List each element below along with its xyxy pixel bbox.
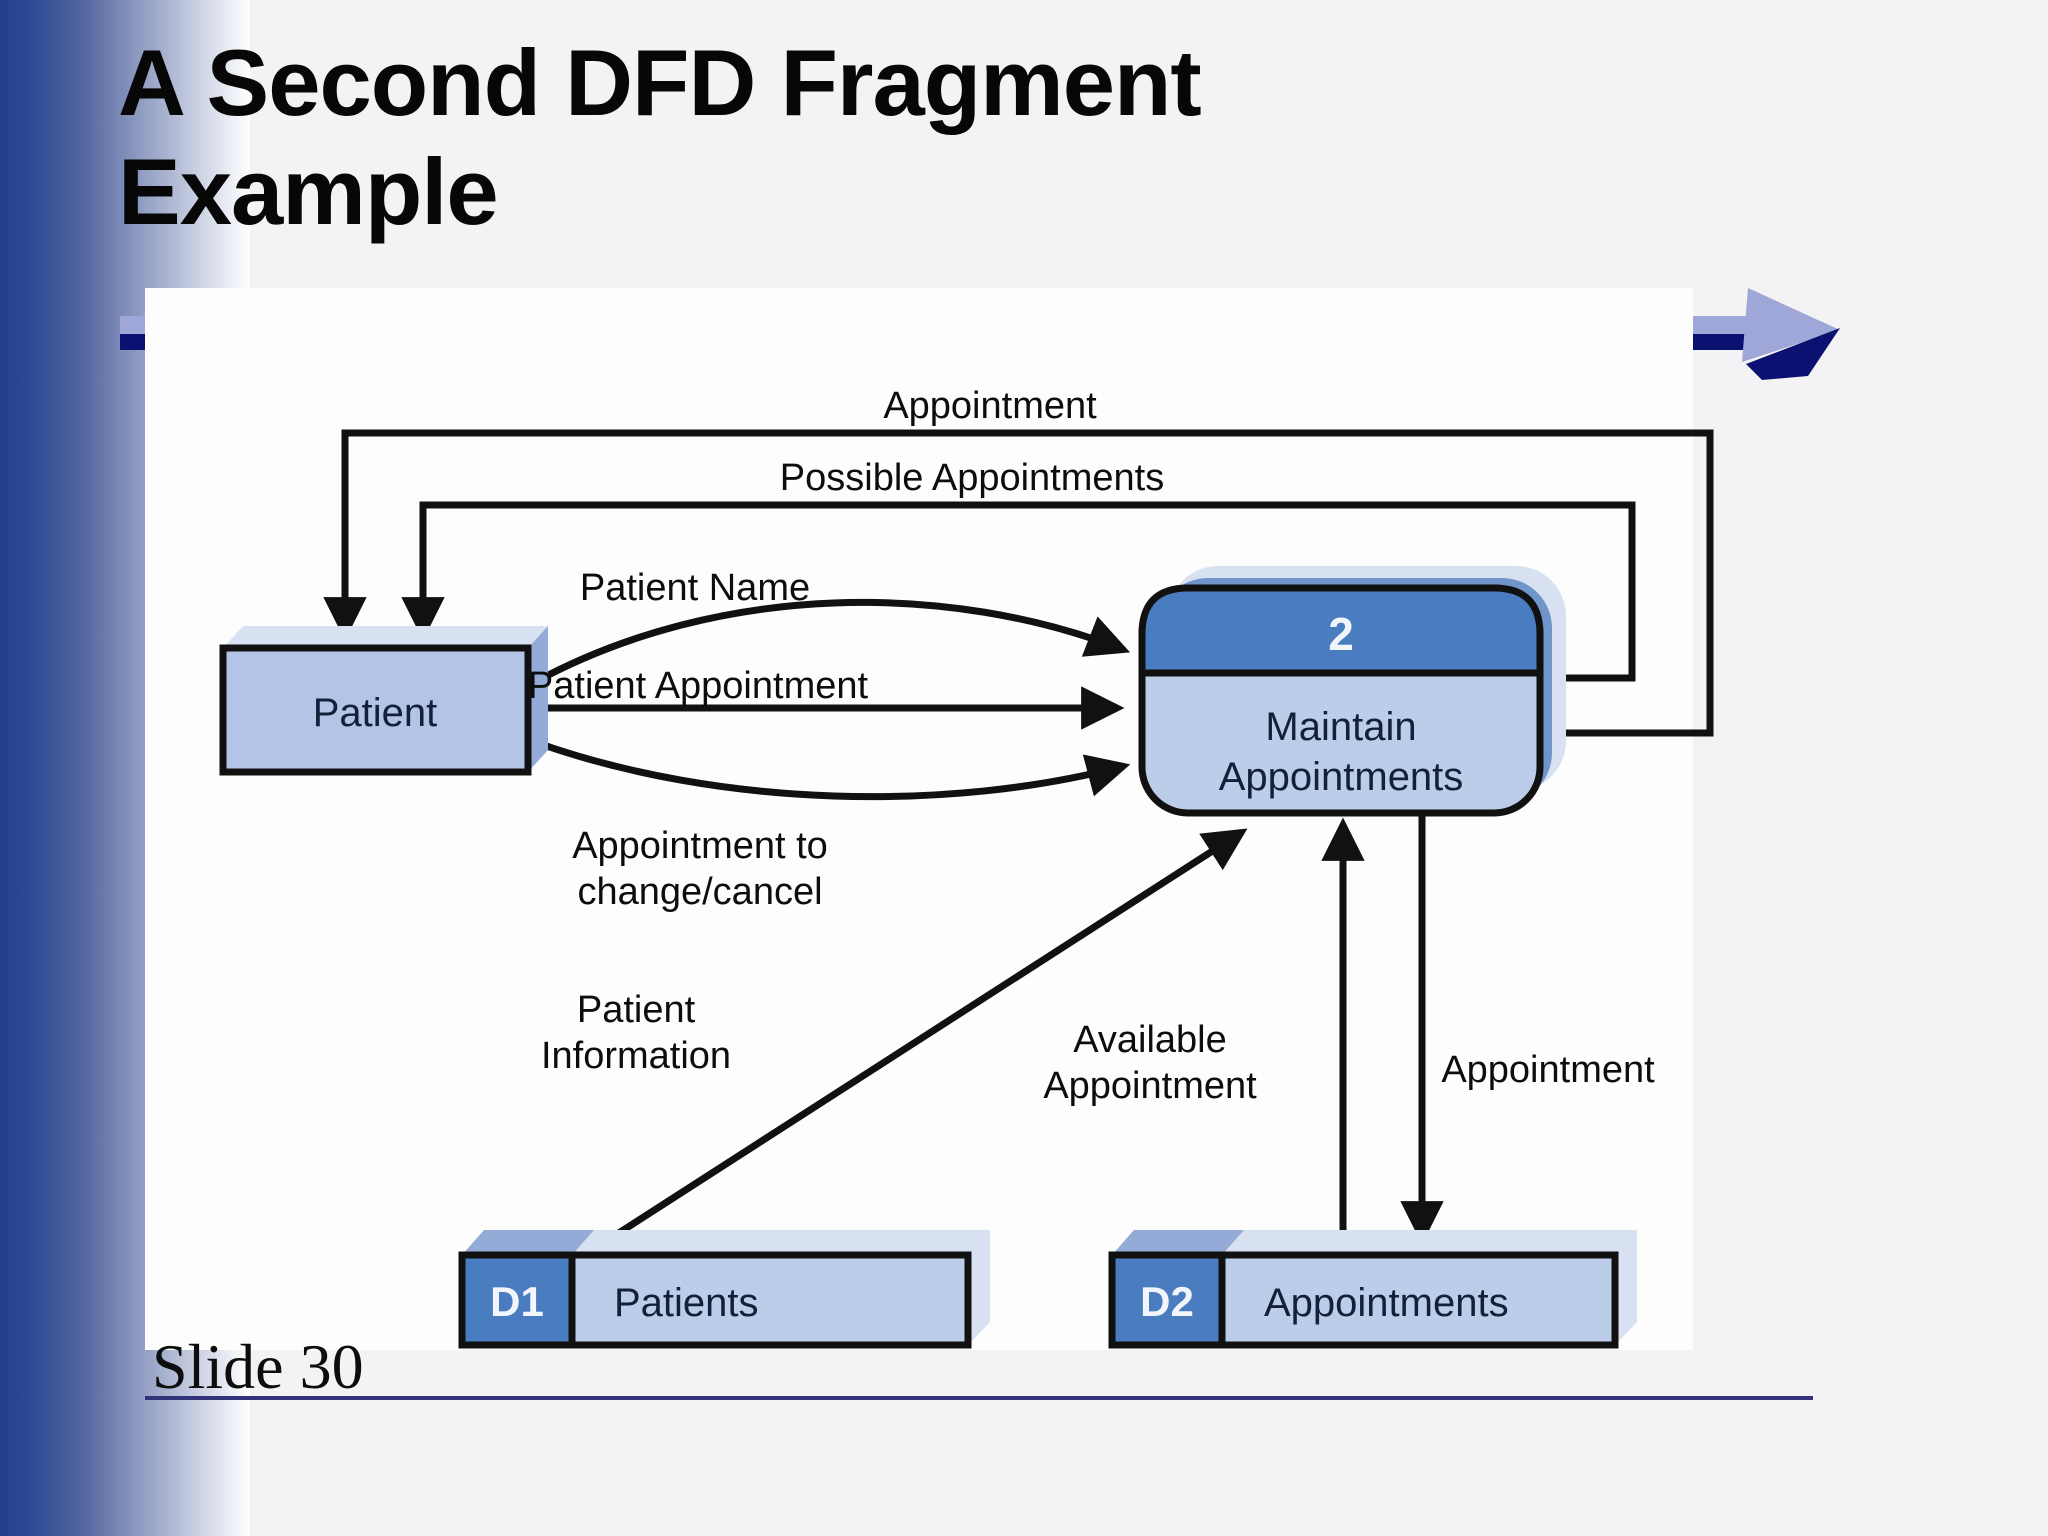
flow-appointment-change-cancel-line bbox=[533, 738, 1131, 801]
flow-appointment-to-patient-line bbox=[323, 429, 1714, 737]
process-number: 2 bbox=[1328, 608, 1354, 660]
d1-store-id: D1 bbox=[490, 1278, 544, 1325]
d1-store-top-accent bbox=[462, 1230, 594, 1255]
maintain-appointments-process: 2 Maintain Appointments bbox=[1138, 566, 1566, 817]
figure-panel bbox=[145, 288, 1693, 1350]
d1-store-tag bbox=[458, 1251, 576, 1349]
d2-data-store: D2 Appointments bbox=[1108, 1230, 1637, 1349]
title-underline-arrow-icon bbox=[1742, 288, 1840, 362]
flow-label-available-appointment-line1: Available bbox=[1073, 1019, 1227, 1061]
patient-entity-box bbox=[219, 644, 532, 776]
slide-title-line1: A Second DFD Fragment bbox=[118, 30, 1202, 135]
patient-entity-label: Patient bbox=[313, 691, 438, 735]
flow-label-appointment-top: Appointment bbox=[883, 385, 1097, 427]
flow-label-patient-name: Patient Name bbox=[580, 567, 810, 609]
flow-label-available-appointment-line2: Appointment bbox=[1043, 1065, 1257, 1107]
d2-store-tag bbox=[1108, 1251, 1226, 1349]
flow-label-possible-appointments: Possible Appointments bbox=[780, 457, 1164, 499]
flow-label-appointment-right: Appointment bbox=[1441, 1049, 1655, 1091]
d1-data-store: D1 Patients bbox=[458, 1230, 990, 1349]
flow-label-patient-information-line1: Patient bbox=[577, 989, 696, 1031]
d1-store-name: Patients bbox=[614, 1281, 759, 1325]
slide-title: A Second DFD Fragment Example bbox=[118, 28, 1618, 246]
slide-number: Slide 30 bbox=[152, 1331, 364, 1402]
footer-rule bbox=[145, 1396, 1813, 1400]
process-name-line2: Appointments bbox=[1219, 755, 1464, 799]
d1-store-top-face bbox=[462, 1230, 990, 1255]
flow-possible-appointments-line bbox=[401, 501, 1636, 682]
flow-patient-name-line bbox=[533, 598, 1131, 686]
d2-store-top-accent bbox=[1112, 1230, 1244, 1255]
flow-patient-information-line bbox=[595, 828, 1248, 1250]
process-name-line1: Maintain bbox=[1265, 705, 1416, 749]
d2-store-name: Appointments bbox=[1264, 1281, 1509, 1325]
flow-label-patient-appointment: Patient Appointment bbox=[528, 665, 869, 707]
flow-label-appointment-change-line2: change/cancel bbox=[577, 871, 822, 913]
d1-store-side-face bbox=[968, 1230, 990, 1345]
d2-store-id: D2 bbox=[1140, 1278, 1194, 1325]
slide-title-line2: Example bbox=[118, 139, 499, 245]
d2-store-side-face bbox=[1615, 1230, 1637, 1345]
flow-label-patient-information-line2: Information bbox=[541, 1035, 731, 1077]
process-header-band bbox=[1138, 584, 1544, 677]
d2-store-top-face bbox=[1112, 1230, 1637, 1255]
flow-label-appointment-change-line1: Appointment to bbox=[572, 825, 828, 867]
patient-entity: Patient bbox=[219, 626, 548, 776]
patient-entity-top-face bbox=[223, 626, 548, 648]
patient-entity-side-face bbox=[528, 626, 548, 772]
title-underline-arrow-shadow-icon bbox=[1746, 328, 1840, 380]
